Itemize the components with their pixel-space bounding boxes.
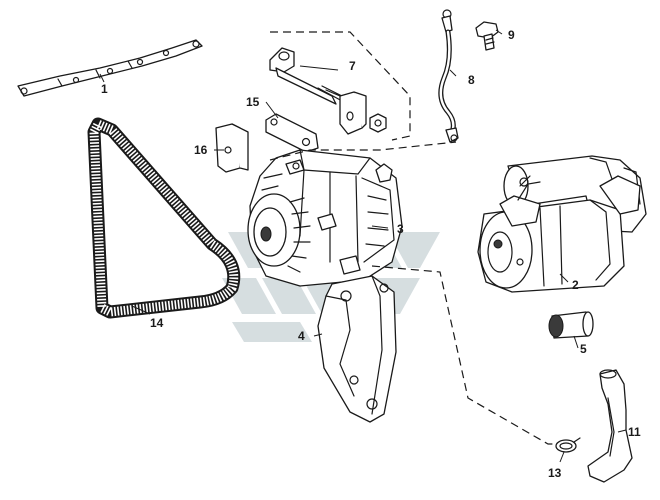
part-8-battery-lead bbox=[438, 9, 459, 143]
part-16-angle-bracket bbox=[215, 123, 249, 173]
part-15-strap bbox=[265, 113, 319, 153]
callout-5: 5 bbox=[580, 342, 587, 356]
callout-9: 9 bbox=[508, 28, 515, 42]
callout-16: 16 bbox=[194, 143, 208, 157]
part-9-bolt bbox=[475, 21, 499, 51]
part-1-wiring-strip bbox=[17, 39, 203, 97]
callout-7: 7 bbox=[349, 59, 356, 73]
part-7-tensioner-assembly bbox=[269, 47, 387, 135]
alignment-dashes bbox=[269, 31, 558, 445]
callout-2: 2 bbox=[572, 278, 579, 292]
callout-13: 13 bbox=[548, 466, 562, 480]
callout-1: 1 bbox=[101, 82, 108, 96]
part-3-alternator bbox=[247, 149, 403, 287]
callout-14: 14 bbox=[150, 316, 164, 330]
callout-3: 3 bbox=[397, 222, 404, 236]
callout-11: 11 bbox=[628, 425, 641, 439]
part-5-bush bbox=[548, 311, 594, 339]
part-11-hose bbox=[587, 369, 633, 483]
callout-4: 4 bbox=[298, 329, 305, 343]
part-14-v-belt bbox=[87, 117, 241, 319]
leader-lines bbox=[99, 29, 627, 463]
callout-8: 8 bbox=[468, 73, 475, 87]
part-2-starter-motor bbox=[477, 155, 647, 293]
callout-15: 15 bbox=[246, 95, 260, 109]
part-4-mounting-bracket bbox=[317, 275, 397, 423]
part-13-hose-clip bbox=[555, 437, 581, 453]
